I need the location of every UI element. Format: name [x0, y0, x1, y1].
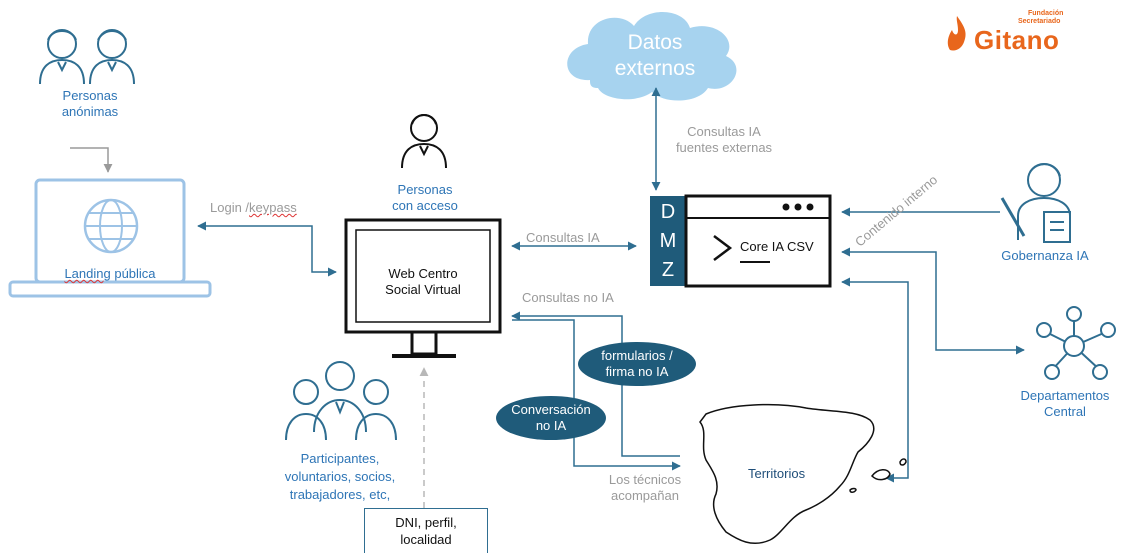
tecnicos-label: Los técnicos acompañan	[590, 472, 700, 504]
logo-small-line1: Fundación	[1028, 10, 1064, 17]
dmz-letter-m: M	[659, 230, 677, 252]
dept-line2: Central	[1044, 404, 1086, 419]
dmz-letter-d: D	[660, 201, 676, 223]
conv-line2: no IA	[535, 418, 567, 433]
web-line2: Social Virtual	[385, 282, 461, 297]
login-part1: Login /	[210, 200, 250, 215]
logo-brand: Gitano	[974, 25, 1060, 55]
ext-line2: fuentes externas	[675, 140, 773, 155]
landing-label: Landing pública	[36, 266, 184, 282]
dmz-block	[650, 196, 686, 286]
departments-network-icon	[1036, 306, 1116, 380]
web-centro-label: Web Centro Social Virtual	[356, 266, 490, 298]
dni-line2: localidad	[400, 532, 452, 547]
cloud-label: Datos externos	[590, 30, 720, 82]
consultas-ia-label: Consultas IA	[526, 230, 600, 245]
anon-line2: anónimas	[61, 104, 119, 119]
login-part2: keypass	[249, 200, 297, 215]
formularios-pill: formularios / firma no IA	[578, 342, 696, 386]
consultas-no-ia-label: Consultas no IA	[522, 290, 614, 305]
laptop-landing-icon	[8, 178, 212, 298]
access-line2: con acceso	[392, 198, 458, 213]
participants-group-icon	[285, 361, 397, 441]
conv-line1: Conversación	[511, 402, 591, 417]
logo-small-line2: Secretariado	[1018, 18, 1061, 25]
web-line1: Web Centro	[388, 266, 458, 281]
tec-line2: acompañan	[611, 488, 679, 503]
participants-label: Participantes, voluntarios, socios, trab…	[270, 450, 410, 504]
anonymous-persons-label: Personas anónimas	[40, 88, 140, 120]
dmz-letter-z: Z	[661, 259, 675, 281]
departments-label: Departamentos Central	[1010, 388, 1120, 420]
login-label: Login /keypass	[210, 200, 320, 216]
consultas-externas-label: Consultas IA fuentes externas	[664, 124, 784, 156]
dni-box: DNI, perfil, localidad	[364, 508, 488, 553]
logo: Fundación Secretariado Gitano	[944, 8, 1076, 54]
form-line1: formularios /	[601, 348, 673, 363]
dni-line1: DNI, perfil,	[395, 515, 457, 530]
access-line1: Personas	[397, 182, 453, 197]
cloud-line1: Datos	[627, 31, 683, 54]
conversacion-pill: Conversación no IA	[496, 396, 606, 440]
territorios-label: Territorios	[748, 466, 806, 481]
governance-label: Gobernanza IA	[1001, 248, 1089, 263]
cloud-shape	[567, 11, 737, 101]
spain-map	[699, 403, 907, 544]
monitor-web-icon	[344, 218, 502, 358]
governance-teacher-icon	[1000, 163, 1071, 243]
core-ia-label: Core IA CSV	[740, 239, 814, 254]
anonymous-persons-icon	[39, 29, 135, 85]
person-access-icon	[401, 114, 447, 169]
form-line2: firma no IA	[605, 364, 669, 379]
part-line3: trabajadores, etc,	[289, 487, 391, 502]
part-line2: voluntarios, socios,	[284, 469, 396, 484]
part-line1: Participantes,	[300, 451, 380, 466]
core-window	[684, 194, 832, 288]
ext-line1: Consultas IA	[687, 124, 761, 139]
landing-word: Landing	[64, 266, 111, 281]
dmz-letters: D M Z	[650, 198, 686, 285]
access-persons-label: Personas con acceso	[370, 182, 480, 214]
anon-line1: Personas	[62, 88, 118, 103]
flame-logo-icon	[944, 14, 970, 54]
tec-line1: Los técnicos	[608, 472, 682, 487]
landing-word2: pública	[114, 266, 156, 281]
cloud-line2: externos	[614, 57, 696, 80]
dept-line1: Departamentos	[1020, 388, 1110, 403]
